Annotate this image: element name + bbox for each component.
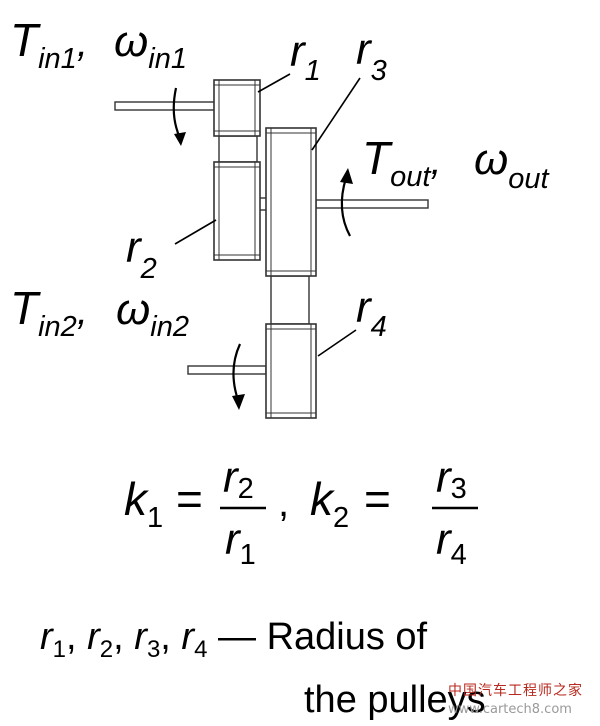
label-r3: r3: [356, 25, 387, 87]
label-r2: r2: [126, 223, 157, 285]
rotation-arrow-in2-icon: [232, 343, 245, 410]
pulley-r2: [213, 161, 261, 261]
watermark: 中国汽车工程师之家 www.cartech8.com: [448, 680, 598, 720]
leader-r3: [311, 77, 361, 151]
label-r1: r1: [290, 27, 321, 87]
label-tout: Tout,: [362, 132, 442, 193]
svg-text:r1: r1: [225, 515, 256, 571]
svg-text:r2: r2: [223, 453, 254, 505]
label-tin1: Tin1,: [10, 14, 88, 75]
radius-legend: r1, r2, r3, r4 — Radius of the pulleys: [40, 612, 560, 725]
input-shaft-2: [187, 365, 267, 375]
pulley-r3: [265, 127, 317, 277]
belt-r3-r4: [270, 275, 310, 325]
svg-text:k1: k1: [124, 473, 163, 534]
watermark-line-1: 中国汽车工程师之家: [448, 683, 583, 699]
leader-r1: [257, 73, 291, 93]
formula-k2: k2 = r3 r4: [310, 453, 478, 571]
svg-text:=: =: [364, 473, 391, 525]
pulley-r4: [265, 323, 317, 419]
formula-k1: k1 = r2 r1 ,: [124, 453, 289, 571]
label-tin2: Tin2,: [10, 282, 88, 343]
legend-line-1: r1, r2, r3, r4 — Radius of: [40, 616, 428, 663]
belt-r1-r2: [218, 135, 258, 163]
svg-text:,: ,: [278, 481, 289, 525]
rotation-arrow-out-icon: [340, 168, 353, 237]
input-shaft-1: [114, 101, 217, 111]
svg-text:r3: r3: [436, 453, 467, 505]
svg-text:k2: k2: [310, 473, 349, 534]
watermark-line-2: www.cartech8.com: [448, 702, 572, 717]
rotation-arrow-in1-icon: [172, 87, 186, 146]
leader-r2: [174, 219, 217, 245]
svg-text:=: =: [176, 473, 203, 525]
label-win1: ωin1: [114, 17, 187, 75]
legend-text-2: the pulleys: [304, 679, 486, 721]
label-r4: r4: [356, 283, 387, 343]
legend-dash: —: [218, 616, 256, 658]
label-wout: ωout: [474, 135, 551, 195]
pulley-r1: [213, 79, 261, 137]
output-shaft: [315, 199, 429, 209]
svg-text:r4: r4: [436, 515, 467, 571]
label-win2: ωin2: [116, 285, 189, 343]
leader-r4: [317, 329, 357, 357]
legend-text-1: Radius of: [266, 616, 428, 658]
